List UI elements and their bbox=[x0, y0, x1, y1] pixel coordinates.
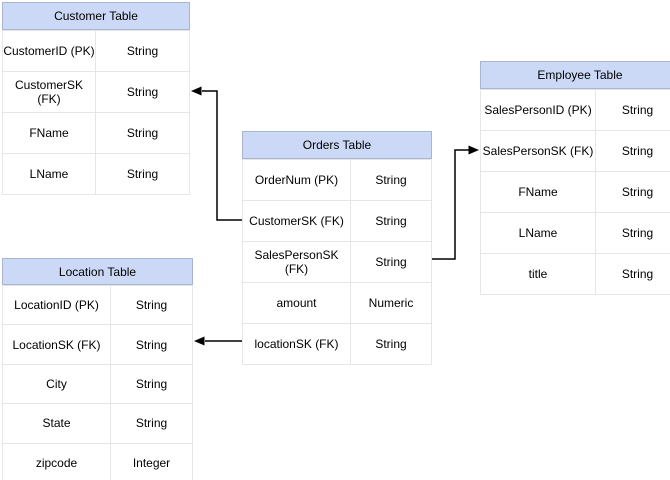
field-name-cell: OrderNum (PK) bbox=[243, 160, 351, 200]
table-row: SalesPersonSK (FK) String bbox=[243, 241, 431, 282]
field-type-cell: String bbox=[126, 44, 159, 58]
field-name-cell: LocationSK (FK) bbox=[3, 325, 111, 364]
connector-line bbox=[432, 149, 469, 260]
field-type-cell: String bbox=[126, 167, 159, 181]
field-name-cell: SalesPersonSK (FK) bbox=[243, 242, 351, 282]
field-name-cell: State bbox=[3, 404, 111, 443]
table-row: SalesPersonSK (FK) String bbox=[481, 130, 670, 171]
field-type-cell: Integer bbox=[132, 455, 171, 470]
table-orders-title: Orders Table bbox=[242, 131, 432, 159]
field-type-cell: String bbox=[375, 337, 407, 351]
field-type-cell: String bbox=[375, 214, 407, 228]
field-type-cell: String bbox=[135, 337, 168, 352]
field-type-cell: String bbox=[375, 173, 407, 187]
table-row: LocationSK (FK) String bbox=[3, 324, 192, 364]
field-name-cell: SalesPersonSK (FK) bbox=[481, 131, 596, 171]
field-name-cell: SalesPersonID (PK) bbox=[481, 90, 596, 130]
field-type-cell: String bbox=[375, 255, 407, 269]
field-type-cell: String bbox=[126, 85, 159, 99]
table-employee-title: Employee Table bbox=[480, 61, 670, 89]
table-row: CustomerSK (FK) String bbox=[243, 200, 431, 241]
table-location: Location Table LocationID (PK) String Lo… bbox=[2, 258, 193, 480]
table-row: LName String bbox=[3, 153, 189, 194]
arrowhead-left-icon bbox=[194, 336, 205, 346]
field-type-cell: String bbox=[621, 144, 654, 158]
field-name-cell: zipcode bbox=[3, 443, 111, 480]
field-type-cell: String bbox=[135, 376, 168, 391]
field-type-cell: String bbox=[621, 103, 654, 117]
field-type-cell: Numeric bbox=[368, 296, 414, 310]
table-employee: Employee Table SalesPersonID (PK) String… bbox=[480, 61, 670, 295]
table-customer-title: Customer Table bbox=[2, 2, 190, 30]
field-name-cell: CustomerSK (FK) bbox=[3, 72, 96, 112]
table-row: locationSK (FK) String bbox=[243, 323, 431, 364]
connector-orders-to-location bbox=[194, 336, 242, 346]
table-customer: Customer Table CustomerID (PK) String Cu… bbox=[2, 2, 190, 195]
field-type-cell: String bbox=[126, 126, 159, 140]
table-row: SalesPersonID (PK) String bbox=[481, 89, 670, 130]
table-location-title: Location Table bbox=[2, 258, 193, 285]
field-name-cell: LocationID (PK) bbox=[3, 286, 111, 325]
table-row: OrderNum (PK) String bbox=[243, 159, 431, 200]
table-row: FName String bbox=[481, 171, 670, 212]
field-type-cell: String bbox=[621, 185, 654, 199]
field-type-cell: String bbox=[135, 298, 168, 313]
field-name-cell: CustomerSK (FK) bbox=[243, 201, 351, 241]
field-name-cell: locationSK (FK) bbox=[243, 324, 351, 364]
field-name-cell: amount bbox=[243, 283, 351, 323]
field-name-cell: title bbox=[481, 254, 596, 294]
table-orders: Orders Table OrderNum (PK) String Custom… bbox=[242, 131, 432, 365]
field-name-cell: CustomerID (PK) bbox=[3, 31, 96, 71]
arrowhead-left-icon bbox=[191, 86, 202, 96]
arrowhead-right-icon bbox=[468, 145, 479, 155]
field-name-cell: City bbox=[3, 364, 111, 404]
field-name-cell: FName bbox=[3, 113, 96, 153]
connector-orders-to-employee bbox=[432, 145, 479, 260]
connector-orders-to-customer bbox=[191, 86, 242, 221]
table-row: LName String bbox=[481, 212, 670, 253]
table-row: CustomerID (PK) String bbox=[3, 30, 189, 71]
table-row: CustomerSK (FK) String bbox=[3, 71, 189, 112]
table-row: State String bbox=[3, 403, 192, 443]
field-type-cell: String bbox=[621, 226, 654, 240]
field-name-cell: LName bbox=[3, 154, 96, 194]
connector-line bbox=[202, 90, 242, 221]
field-name-cell: FName bbox=[481, 172, 596, 212]
table-row: FName String bbox=[3, 112, 189, 153]
field-name-cell: LName bbox=[481, 213, 596, 253]
field-type-cell: String bbox=[135, 416, 168, 431]
table-row: amount Numeric bbox=[243, 282, 431, 323]
table-row: zipcode Integer bbox=[3, 442, 192, 480]
table-row: LocationID (PK) String bbox=[3, 285, 192, 325]
table-row: title String bbox=[481, 253, 670, 294]
table-row: City String bbox=[3, 363, 192, 404]
field-type-cell: String bbox=[621, 267, 654, 281]
